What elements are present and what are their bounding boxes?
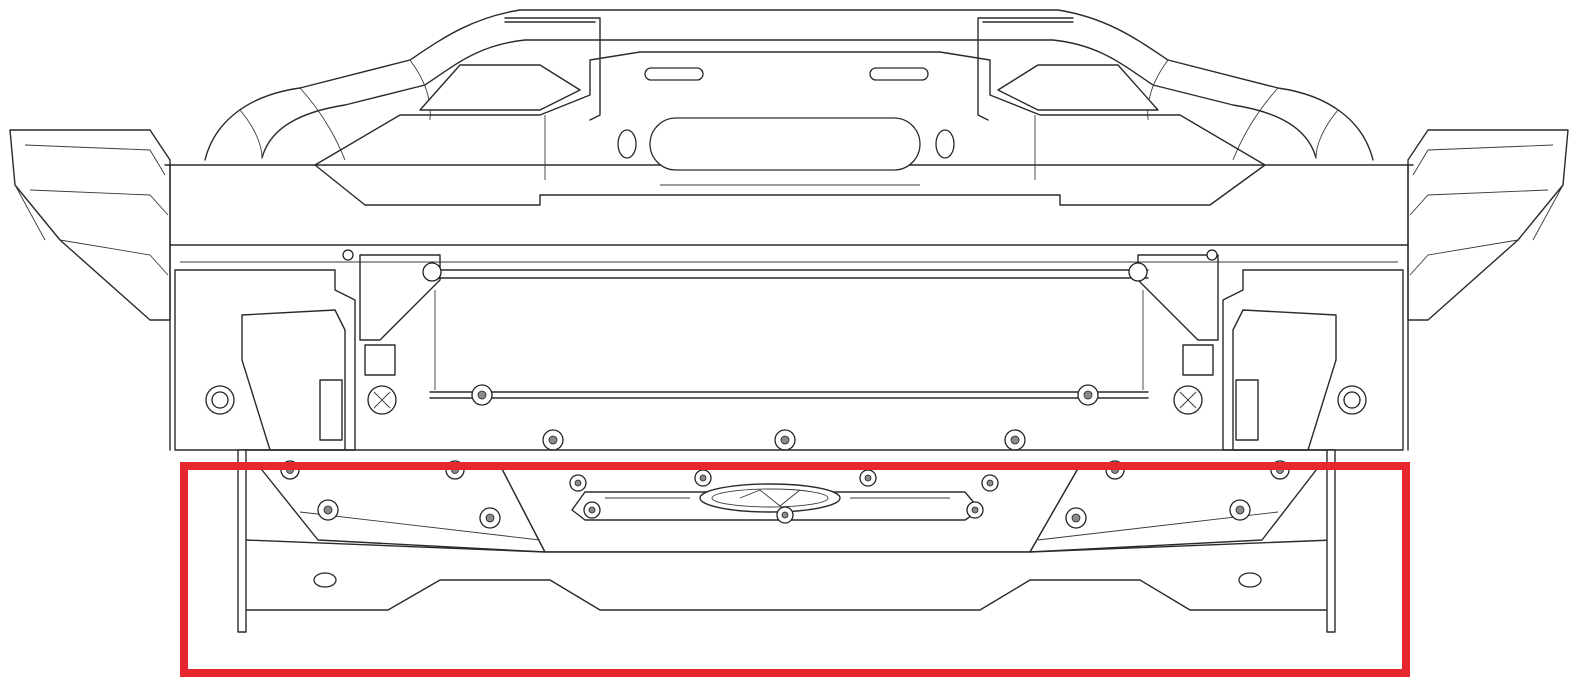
- lower-skid-plate: [244, 539, 1334, 611]
- top-slot-right: [869, 67, 929, 81]
- left-wing: [9, 129, 171, 321]
- winch-plate: [314, 51, 1266, 206]
- left-skid-panel: [257, 464, 546, 553]
- top-slot-left: [644, 67, 704, 81]
- bumper-face: [164, 164, 1414, 451]
- plate-hole-right: [935, 129, 955, 159]
- highlight-box: [180, 462, 1410, 677]
- skid-hole-left: [313, 572, 337, 588]
- winch-fairlead-slot: [649, 117, 921, 171]
- skid-hole-right: [1238, 572, 1262, 588]
- right-mount-bracket: [1128, 249, 1404, 451]
- right-wing: [1407, 129, 1569, 321]
- left-mount-bracket: [174, 249, 442, 451]
- skid-plate: [237, 449, 1336, 633]
- left-skid-flange: [237, 449, 247, 633]
- center-logo-plate: [571, 483, 981, 521]
- right-skid-flange: [1326, 449, 1336, 633]
- center-opening: [429, 269, 1149, 399]
- tube-hoop: [204, 9, 1374, 161]
- opening-bolts: [471, 384, 1099, 451]
- shackle-brackets: [419, 17, 1159, 121]
- plate-hole-left: [617, 129, 637, 159]
